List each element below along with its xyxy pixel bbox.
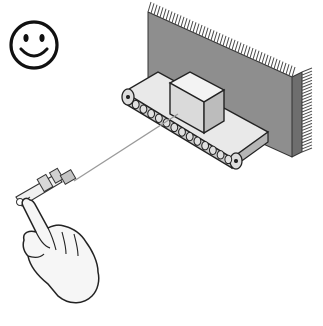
conveyor-roller bbox=[179, 128, 186, 136]
conveyor-roller bbox=[171, 123, 178, 131]
conveyor-roller bbox=[186, 132, 193, 140]
conveyor-roller bbox=[194, 137, 201, 145]
conveyor-roller bbox=[148, 110, 155, 118]
pointing-hand-icon bbox=[22, 198, 99, 302]
conveyor-roller bbox=[209, 146, 216, 154]
conveyor-roller bbox=[155, 114, 162, 122]
conveyor-roller bbox=[202, 142, 209, 150]
conveyor-roller bbox=[225, 155, 232, 163]
conveyor-roller bbox=[140, 105, 147, 113]
smiley-face-icon bbox=[11, 22, 57, 68]
conveyor-roller bbox=[132, 100, 139, 108]
conveyor-roller bbox=[217, 151, 224, 159]
signal-line bbox=[74, 114, 178, 181]
